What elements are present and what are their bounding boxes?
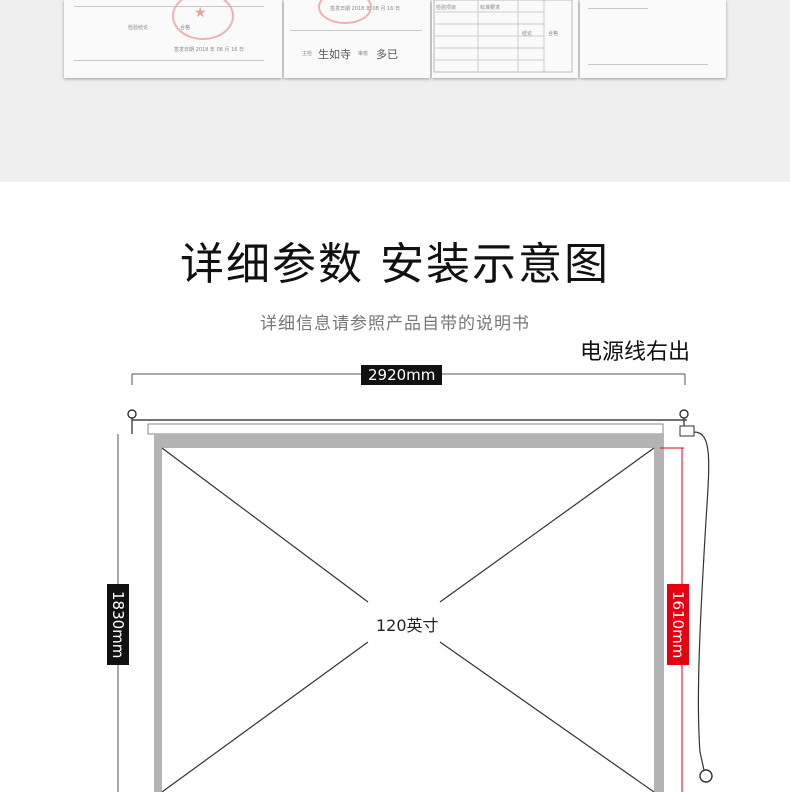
cert-text: 主检 (302, 51, 313, 57)
certificate-strip: ★ 检验结论 合格 签发日期 2018 年 08 月 16 日 签发日期 201… (0, 0, 790, 182)
certificate-image: ★ 检验结论 合格 签发日期 2018 年 08 月 16 日 (64, 0, 282, 78)
screen-size-label: 120英寸 (376, 616, 439, 635)
cert-text: 合格 (548, 31, 559, 37)
power-cable-note: 电源线右出 (580, 340, 691, 365)
section-heading: 详细参数 安装示意图 (180, 239, 610, 290)
section-subheading: 详细信息请参照产品自带的说明书 (260, 314, 530, 334)
signature: 多已 (376, 48, 398, 61)
screen-diagram (117, 373, 713, 792)
viewing-height-label: 1610mm (667, 584, 689, 666)
screen-diagonals (161, 447, 655, 792)
total-width-label: 2920mm (361, 365, 443, 385)
cert-text: 签发日期 2018 年 08 月 16 日 (174, 47, 244, 53)
star-icon: ★ (194, 5, 207, 21)
certificate-image: 签发日期 2018 年 08 月 16 日 主检 生如寺 审核 多已 (284, 0, 430, 78)
power-cable (679, 425, 713, 783)
cert-text: 标准要求 (480, 5, 501, 11)
total-height-label: 1830mm (107, 584, 129, 666)
certificate-image (580, 0, 726, 78)
roller-rod (127, 409, 689, 435)
certificate-image: 检验项目 标准要求 结论 合格 (432, 0, 578, 78)
signature: 生如寺 (318, 48, 351, 61)
cert-text: 检验项目 (436, 5, 457, 11)
cert-text: 结论 (522, 31, 533, 37)
cert-text: 审核 (358, 51, 369, 57)
plug-icon (699, 769, 713, 783)
cert-text: 签发日期 2018 年 08 月 16 日 (330, 6, 400, 12)
screen-frame (154, 434, 664, 792)
cert-text: 检验结论 (128, 25, 149, 31)
seal-icon (172, 0, 234, 40)
table-lines (433, 0, 573, 73)
cert-text: 合格 (180, 25, 191, 31)
seal-icon (318, 0, 372, 24)
